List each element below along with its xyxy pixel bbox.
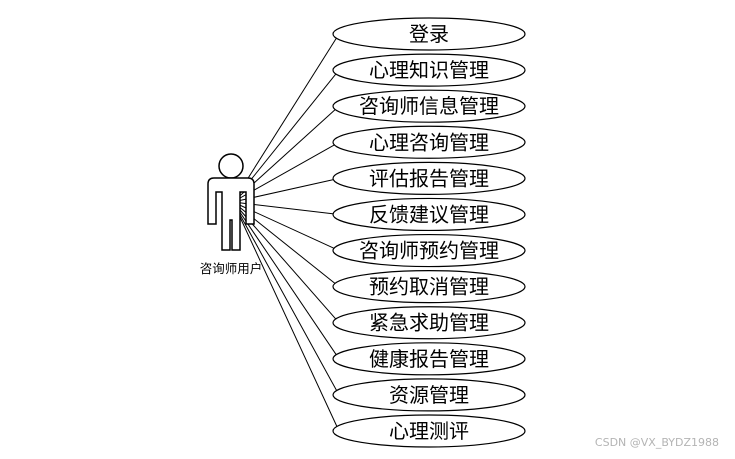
use-case-ellipse [332,125,526,159]
use-case-label: 健康报告管理 [369,347,489,371]
association-line [232,201,340,360]
association-lines [232,33,340,432]
use-case-label: 咨询师信息管理 [359,94,499,118]
use-case-label: 登录 [409,22,449,46]
use-case: 预约取消管理 [332,270,526,304]
watermark: CSDN @VX_BYDZ1988 [594,436,719,449]
actor-label: 咨询师用户 [200,261,263,276]
use-case-ellipse [332,342,526,376]
actor-head [218,153,244,179]
association-line [232,33,340,203]
use-case: 登录 [332,17,526,51]
use-case-label: 紧急求助管理 [369,311,489,335]
use-case: 评估报告管理 [332,161,526,195]
use-case-label: 资源管理 [389,383,469,407]
use-case-label: 咨询师预约管理 [359,239,499,263]
use-case-label: 心理咨询管理 [369,130,489,154]
use-case-ellipse [332,89,526,123]
use-case-label: 评估报告管理 [369,166,489,190]
use-cases: 登录心理知识管理咨询师信息管理心理咨询管理评估报告管理反馈建议管理咨询师预约管理… [332,17,526,448]
association-line [232,201,340,396]
use-case-ellipse [332,233,526,268]
use-case: 心理咨询管理 [332,125,526,159]
use-case-ellipse [332,161,526,195]
use-case-ellipse [332,270,526,304]
use-case: 心理测评 [332,414,526,448]
actor-torso [207,177,255,251]
use-case: 紧急求助管理 [332,306,526,340]
use-case-ellipse [332,53,526,87]
use-case-ellipse [332,414,526,448]
actor: 咨询师用户 [200,153,263,276]
use-case-label: 心理知识管理 [369,58,489,82]
use-case-label: 心理测评 [389,419,469,443]
use-case-ellipse [332,378,526,412]
use-case: 反馈建议管理 [332,197,526,232]
use-case-label: 反馈建议管理 [369,202,489,226]
use-case-ellipse [332,17,526,51]
use-case: 咨询师信息管理 [332,89,526,123]
use-case-ellipse [332,306,526,340]
use-case: 咨询师预约管理 [332,233,526,268]
association-line [232,201,340,432]
use-case: 资源管理 [332,378,526,412]
use-case-label: 预约取消管理 [369,275,489,299]
use-case: 心理知识管理 [332,53,526,87]
use-case: 健康报告管理 [332,342,526,376]
use-case-ellipse [332,197,526,232]
